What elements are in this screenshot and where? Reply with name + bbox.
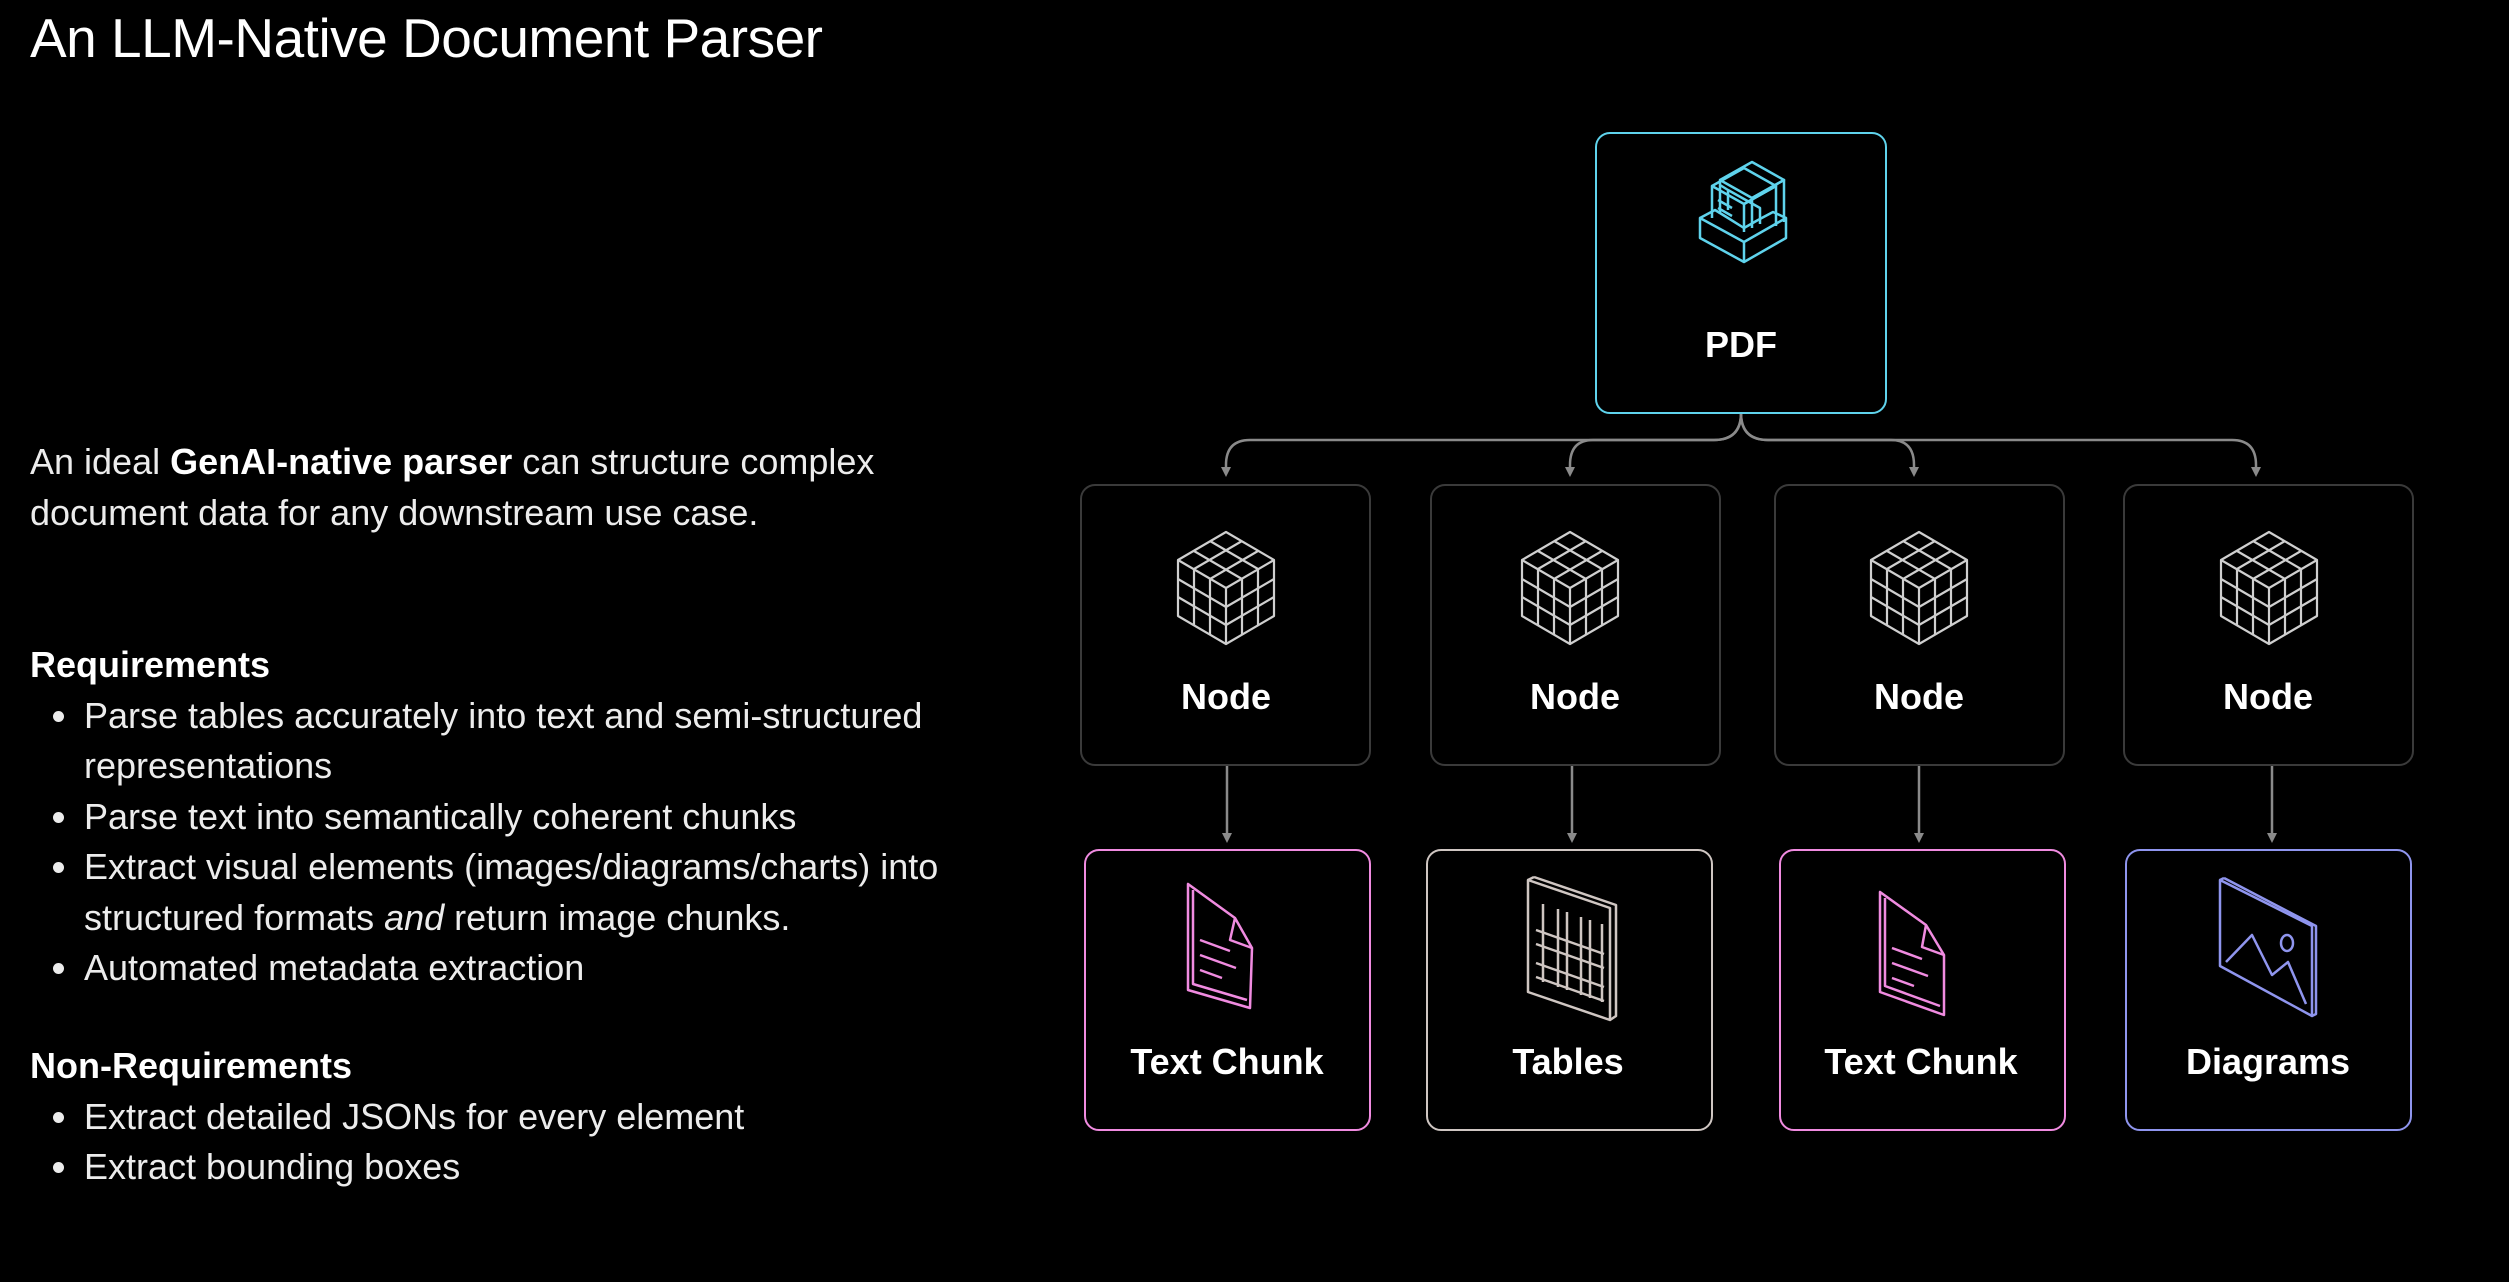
- requirement-item: Parse text into semantically coherent ch…: [82, 792, 1030, 843]
- page-title: An LLM-Native Document Parser: [30, 7, 823, 69]
- requirement-item: Automated metadata extraction: [82, 943, 1030, 994]
- requirements-heading: Requirements: [30, 644, 271, 685]
- connector-root-node-2: [1565, 412, 1743, 477]
- connector-root-node-3: [1739, 412, 1919, 477]
- output-box-text-chunk: Text Chunk: [1084, 849, 1371, 1131]
- cube-icon: [2219, 530, 2319, 646]
- node-box: Node: [2123, 484, 2414, 766]
- node-label: Node: [2223, 676, 2313, 717]
- intro-text-end: can structure complex document data for …: [30, 441, 875, 533]
- cube-icon: [1176, 530, 1276, 646]
- document-icon: [1186, 882, 1254, 1010]
- output-label: Text Chunk: [1130, 1041, 1324, 1082]
- intro-bold-term: GenAI-native parser: [170, 441, 513, 482]
- cube-icon: [1869, 530, 1969, 646]
- node-connectors: [1222, 766, 2277, 843]
- output-label: Diagrams: [2186, 1041, 2350, 1082]
- document-icon: [1878, 890, 1946, 1017]
- pdf-root-box: PDF: [1595, 132, 1887, 414]
- file-tray-icon: [1698, 160, 1788, 264]
- intro-text-start: An ideal: [30, 441, 171, 482]
- intro-paragraph: An ideal GenAI-native parser can structu…: [30, 436, 990, 538]
- output-label: Text Chunk: [1824, 1041, 2018, 1082]
- root-connectors: [1221, 412, 2261, 477]
- cube-icon: [1520, 530, 1620, 646]
- requirement-italic-word: and: [384, 896, 445, 938]
- image-icon: [2218, 876, 2318, 1018]
- requirement-item: Extract visual elements (images/diagrams…: [82, 842, 1030, 943]
- output-box-text-chunk: Text Chunk: [1779, 849, 2066, 1131]
- node-label: Node: [1530, 676, 1620, 717]
- requirements-section: Requirements Parse tables accurately int…: [30, 640, 1030, 994]
- output-label: Tables: [1512, 1041, 1623, 1082]
- node-box: Node: [1430, 484, 1721, 766]
- non-requirements-section: Non-Requirements Extract detailed JSONs …: [30, 1041, 1030, 1193]
- connector-root-node-4: [1739, 412, 2261, 477]
- non-requirement-item: Extract detailed JSONs for every element: [82, 1092, 1030, 1143]
- connector-root-node-1: [1221, 412, 1743, 477]
- requirement-text-start: Extract visual elements (images/diagrams…: [84, 846, 939, 938]
- node-label: Node: [1874, 676, 1964, 717]
- non-requirement-item: Extract bounding boxes: [82, 1142, 1030, 1193]
- requirements-list: Parse tables accurately into text and se…: [30, 691, 1030, 994]
- non-requirements-list: Extract detailed JSONs for every element…: [30, 1092, 1030, 1193]
- node-label: Node: [1181, 676, 1271, 717]
- node-box: Node: [1080, 484, 1371, 766]
- node-box: Node: [1774, 484, 2065, 766]
- non-requirements-heading: Non-Requirements: [30, 1045, 353, 1086]
- requirement-item: Parse tables accurately into text and se…: [82, 691, 1030, 792]
- table-grid-icon: [1526, 875, 1618, 1022]
- output-box-diagrams: Diagrams: [2125, 849, 2412, 1131]
- pdf-label: PDF: [1705, 324, 1777, 365]
- requirement-text-end: return image chunks.: [444, 896, 791, 938]
- output-box-tables: Tables: [1426, 849, 1713, 1131]
